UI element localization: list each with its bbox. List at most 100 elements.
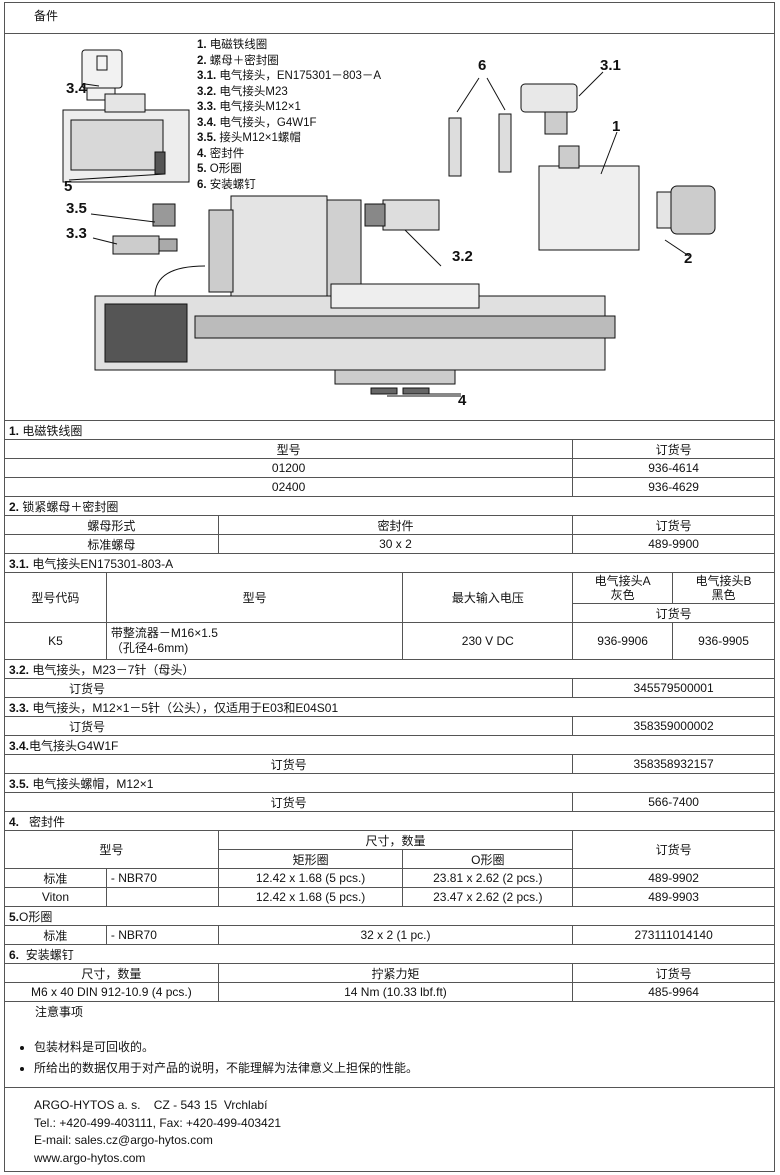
section-3-2-title: 3.2. 电气接头，M23－7针（母头）: [4, 659, 775, 679]
legend-item: 6. 安装螺钉: [197, 178, 256, 191]
table-cell: 936-9906: [572, 622, 674, 660]
col-header: 尺寸，数量: [4, 963, 219, 983]
note-item: 包装材料是可回收的。: [34, 1038, 775, 1055]
table-cell: - NBR70: [105, 925, 219, 945]
table-cell: - NBR70: [105, 868, 219, 888]
col-header: 拧紧力矩: [217, 963, 574, 983]
callout-3-5: 3.5: [66, 200, 87, 217]
legend-item: 3.3. 电气接头M12×1: [197, 101, 301, 113]
col-header: 尺寸，数量: [217, 830, 574, 850]
legend-item: 3.5. 接头M12×1螺帽: [197, 132, 301, 144]
table-cell: 936-4629: [572, 477, 775, 497]
table-cell: 带整流器－M16×1.5（孔径4-6mm): [105, 622, 404, 660]
callout-6: 6: [478, 57, 487, 74]
table-cell: 489-9900: [572, 534, 775, 554]
callout-5: 5: [64, 178, 73, 195]
table-cell: 订货号: [3, 754, 574, 774]
table-cell: 566-7400: [572, 792, 775, 812]
table-cell: 358358932157: [572, 754, 775, 774]
table-cell: 936-9905: [672, 622, 775, 660]
table-cell: 订货号: [3, 716, 574, 736]
table-cell: 23.47 x 2.62 (2 pcs.): [402, 887, 574, 907]
footer-company: ARGO-HYTOS a. s. CZ - 543 15 Vrchlabí: [34, 1098, 268, 1112]
table-cell: 358359000002: [572, 716, 775, 736]
table-cell: 订货号: [3, 678, 574, 698]
col-header: 最大输入电压: [402, 572, 574, 623]
col-header: 型号: [105, 572, 404, 623]
legend-item: 3.4. 电气接头，G4W1F: [197, 116, 317, 129]
spare-parts-table: 1. 电磁铁线圈 型号 订货号 01200 936-4614 02400 936…: [3, 420, 775, 1020]
page-header: 备件: [4, 2, 775, 34]
section-5-title: 5.O形圈: [4, 906, 775, 926]
table-cell: 485-9964: [572, 982, 775, 1002]
col-header: 矩形圈: [217, 849, 404, 869]
table-cell: 32 x 2 (1 pc.): [217, 925, 574, 945]
legend-item: 3.1. 电气接头，EN175301－803－A: [197, 70, 382, 82]
table-cell: 489-9903: [572, 887, 775, 907]
notes-section: 包装材料是可回收的。 所给出的数据仅用于对产品的说明，不能理解为法律意义上担保的…: [4, 1024, 775, 1088]
section-3-4-title: 3.4.电气接头G4W1F: [4, 735, 775, 755]
footer-phone: Tel.: +420-499-403111, Fax: +420-499-403…: [34, 1115, 282, 1130]
note-item: 所给出的数据仅用于对产品的说明，不能理解为法律意义上担保的性能。: [34, 1059, 775, 1076]
table-cell: 01200: [3, 458, 574, 478]
callout-2: 2: [684, 250, 693, 267]
table-cell: 14 Nm (10.33 lbf.ft): [217, 982, 574, 1002]
table-cell: 订货号: [3, 792, 574, 812]
exploded-view-drawing: [62, 49, 716, 397]
col-header: 型号: [3, 439, 574, 459]
callout-3-3: 3.3: [66, 225, 87, 242]
callout-3-4: 3.4: [66, 80, 87, 97]
col-header: 型号代码: [4, 572, 107, 623]
col-header: 订货号: [572, 830, 775, 869]
section-3-3-title: 3.3. 电气接头，M12×1－5针（公头），仅适用于E03和E04S01: [4, 697, 775, 717]
table-cell: 345579500001: [572, 678, 775, 698]
col-header: 订货号: [572, 603, 775, 623]
section-6-title: 6. 安装螺钉: [4, 944, 775, 964]
table-cell: 936-4614: [572, 458, 775, 478]
col-header: 订货号: [572, 439, 775, 459]
table-cell: Viton: [4, 887, 107, 907]
page-title: 备件: [34, 9, 59, 23]
footer-website[interactable]: www.argo-hytos.com: [34, 1150, 146, 1165]
table-cell: 12.42 x 1.68 (5 pcs.): [217, 868, 404, 888]
col-header: O形圈: [402, 849, 574, 869]
table-cell: 02400: [3, 477, 574, 497]
legend-item: 5. O形圈: [197, 163, 242, 175]
section-4-title: 4. 密封件: [4, 811, 775, 831]
parts-legend: 1. 电磁铁线圈 2. 螺母＋密封圈 3.1. 电气接头，EN175301－80…: [197, 38, 381, 193]
legend-item: 1. 电磁铁线圈: [197, 39, 268, 51]
callout-3-1: 3.1: [600, 57, 621, 74]
table-cell: K5: [4, 622, 107, 660]
table-cell: 标准: [4, 925, 107, 945]
section-2-title: 2. 锁紧螺母＋密封圈: [4, 496, 775, 516]
table-cell: 30 x 2: [217, 534, 574, 554]
section-3-1-title: 3.1. 电气接头EN175301-803-A: [4, 553, 775, 573]
notes-title: 注意事项: [4, 1001, 775, 1020]
table-cell: [105, 887, 219, 907]
table-cell: 标准: [4, 868, 107, 888]
callout-3-2: 3.2: [452, 248, 473, 265]
table-cell: M6 x 40 DIN 912-10.9 (4 pcs.): [4, 982, 219, 1002]
footer-contact: ARGO-HYTOS a. s. CZ - 543 15 Vrchlabí Te…: [34, 1097, 281, 1167]
table-cell: 230 V DC: [402, 622, 574, 660]
table-cell: 489-9902: [572, 868, 775, 888]
section-1-title: 1. 电磁铁线圈: [4, 420, 775, 440]
table-cell: 12.42 x 1.68 (5 pcs.): [217, 887, 404, 907]
section-3-5-title: 3.5. 电气接头螺帽，M12×1: [4, 773, 775, 793]
table-cell: 23.81 x 2.62 (2 pcs.): [402, 868, 574, 888]
col-header: 型号: [4, 830, 219, 869]
col-header: 螺母形式: [4, 515, 219, 535]
callout-4: 4: [458, 392, 467, 409]
col-header: 订货号: [572, 515, 775, 535]
col-header: 订货号: [572, 963, 775, 983]
callout-1: 1: [612, 118, 621, 135]
col-header: 密封件: [217, 515, 574, 535]
table-cell: 273111014140: [572, 925, 775, 945]
legend-item: 4. 密封件: [197, 147, 245, 160]
legend-item: 2. 螺母＋密封圈: [197, 54, 279, 67]
table-cell: 标准螺母: [4, 534, 219, 554]
footer-email[interactable]: E-mail: sales.cz@argo-hytos.com: [34, 1133, 213, 1147]
legend-item: 3.2. 电气接头M23: [197, 85, 288, 98]
